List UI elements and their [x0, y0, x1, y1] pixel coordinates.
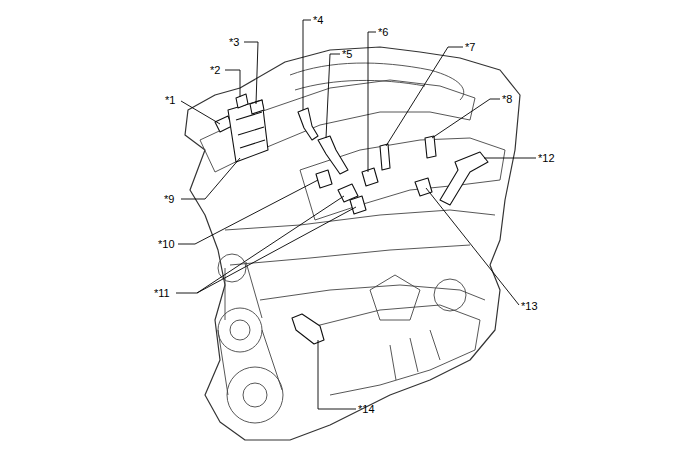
- leader-line: [303, 20, 311, 110]
- callout-number: *11: [154, 287, 170, 299]
- sensor-13: [415, 178, 432, 196]
- sensor-2: [236, 94, 248, 108]
- leader-line: [225, 70, 240, 97]
- callout-number: *3: [229, 36, 239, 48]
- leader-line: [244, 42, 258, 104]
- leader-line: [368, 32, 376, 172]
- block-rib: [390, 330, 440, 380]
- engine-details: [200, 63, 505, 423]
- engine-silhouette: [185, 47, 520, 440]
- callout-number: *2: [210, 64, 220, 76]
- leader-line: [178, 180, 318, 244]
- callout-number: *7: [465, 41, 475, 53]
- ignition-coil-12: [440, 152, 488, 205]
- oil-pan: [300, 305, 480, 395]
- intake-runner: [290, 63, 464, 100]
- callout-number: *6: [378, 26, 388, 38]
- callout-number: *14: [358, 403, 375, 415]
- leader-line: [432, 99, 500, 138]
- sensor-8: [425, 136, 436, 158]
- sensor-6: [362, 168, 378, 186]
- leader-line: [176, 196, 344, 293]
- leader-line: [326, 54, 340, 138]
- pulley: [227, 367, 283, 423]
- block-line: [225, 210, 495, 230]
- callout-number: *5: [342, 48, 352, 60]
- callout-number: *4: [313, 14, 323, 26]
- pulley: [230, 320, 250, 340]
- sensor-11: [350, 196, 366, 214]
- leader-line: [318, 340, 356, 409]
- leader-line: [484, 158, 536, 159]
- pulley: [434, 279, 466, 311]
- ecu-detail: [236, 112, 265, 148]
- belt: [218, 262, 282, 395]
- intake-runner: [295, 80, 425, 90]
- sensor-3: [250, 100, 264, 114]
- engine-outline: [185, 47, 520, 440]
- pulley: [243, 383, 267, 407]
- callout-number: *9: [164, 193, 174, 205]
- sensor-10: [316, 170, 332, 188]
- sensor-5: [318, 136, 348, 174]
- sensor-4: [298, 108, 318, 140]
- leader-line: [181, 158, 240, 199]
- leader-line: [181, 101, 220, 124]
- callout-number: *12: [538, 152, 555, 164]
- sensor-parts: [215, 94, 488, 344]
- sensor-14: [292, 314, 324, 344]
- callout-number: *1: [165, 94, 175, 106]
- pulley: [218, 254, 246, 282]
- leader-line: [386, 47, 463, 146]
- leader-lines: [176, 20, 536, 409]
- callout-number: *13: [521, 300, 538, 312]
- leader-line: [197, 207, 356, 293]
- callout-number: *8: [502, 93, 512, 105]
- ecu-unit-9: [228, 100, 268, 162]
- sensor-7: [380, 144, 390, 170]
- bracket: [370, 275, 420, 320]
- leader-line: [426, 188, 519, 305]
- callout-number: *10: [158, 238, 175, 250]
